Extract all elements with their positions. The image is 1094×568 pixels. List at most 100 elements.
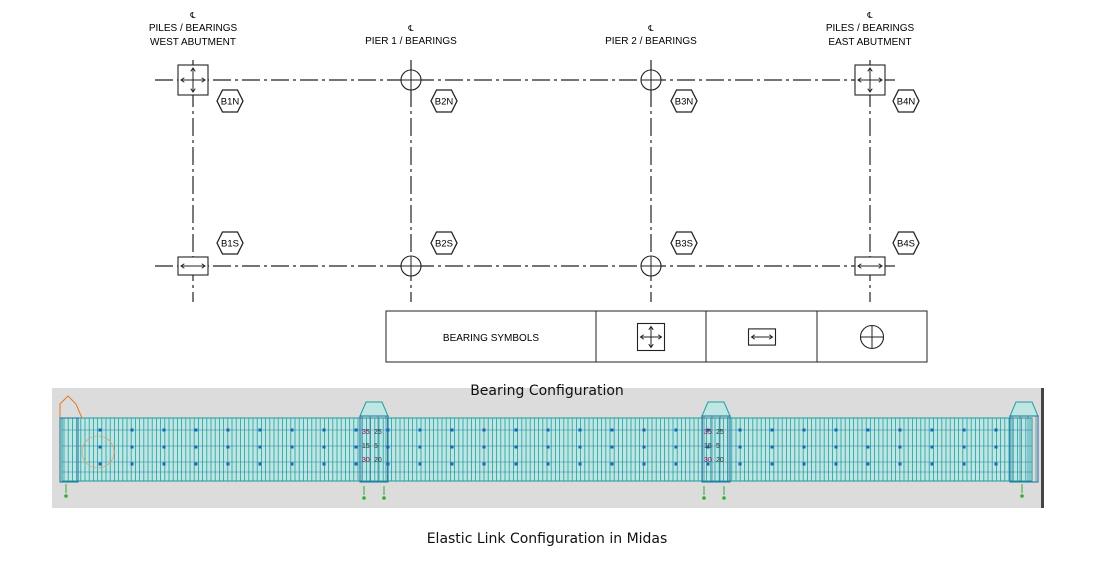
bearing-tag-label: B2S <box>435 239 453 250</box>
axis-triad-icon <box>64 484 68 498</box>
support-cap <box>359 401 389 483</box>
node-marker <box>994 462 998 466</box>
node-marker <box>610 428 614 432</box>
node-marker <box>130 462 134 466</box>
bearing-circle-icon <box>640 255 662 277</box>
node-marker <box>610 445 614 449</box>
axis-triad-icon <box>702 486 706 500</box>
node-marker <box>770 445 774 449</box>
node-marker <box>258 445 262 449</box>
caption-bearing-configuration: Bearing Configuration <box>470 383 624 399</box>
centerline-symbol: ℄ <box>407 24 414 33</box>
node-marker <box>642 445 646 449</box>
node-marker <box>930 428 934 432</box>
bearing-tag: B2S <box>430 231 458 255</box>
node-marker <box>802 462 806 466</box>
node-marker <box>898 428 902 432</box>
node-marker <box>546 462 550 466</box>
support-cap <box>701 401 731 483</box>
node-number-label: 30 <box>362 457 370 464</box>
node-marker <box>834 428 838 432</box>
node-number-label: 35 <box>362 429 370 436</box>
node-marker <box>130 428 134 432</box>
node-marker <box>674 462 678 466</box>
bearing-circle-icon <box>640 69 662 91</box>
bearing-tag: B1N <box>216 89 244 113</box>
node-number-label: 15 <box>704 443 712 450</box>
node-marker <box>290 462 294 466</box>
bearing-tag-label: B1N <box>221 97 240 108</box>
node-marker <box>546 445 550 449</box>
node-marker <box>226 462 230 466</box>
axis-triad-icon <box>382 486 386 500</box>
node-marker <box>642 428 646 432</box>
node-marker <box>194 462 198 466</box>
node-marker <box>162 462 166 466</box>
node-number-label: 30 <box>704 457 712 464</box>
node-marker <box>450 445 454 449</box>
node-marker <box>866 428 870 432</box>
bearing-tag-label: B3S <box>675 239 693 250</box>
node-marker <box>482 462 486 466</box>
node-marker <box>866 445 870 449</box>
legend-guided-bearing-icon <box>747 328 777 346</box>
node-marker <box>706 462 710 466</box>
axis-triad-icon <box>722 486 726 500</box>
node-number-label: 5 <box>374 443 378 450</box>
node-marker <box>898 445 902 449</box>
node-marker <box>802 428 806 432</box>
centerline-symbol: ℄ <box>866 11 873 20</box>
node-marker <box>194 445 198 449</box>
node-marker <box>514 462 518 466</box>
node-marker <box>482 445 486 449</box>
node-marker <box>226 445 230 449</box>
node-marker <box>354 445 358 449</box>
node-number-label: 15 <box>362 443 370 450</box>
node-number-label: 35 <box>704 429 712 436</box>
bearing-tag: B3N <box>670 89 698 113</box>
caption-elastic-link-configuration: Elastic Link Configuration in Midas <box>426 531 668 547</box>
node-marker <box>258 462 262 466</box>
guided-bearing-icon <box>854 256 886 276</box>
node-number-label: 5 <box>716 443 720 450</box>
node-marker <box>642 462 646 466</box>
node-marker <box>98 428 102 432</box>
node-marker <box>98 445 102 449</box>
node-marker <box>610 462 614 466</box>
node-marker <box>738 462 742 466</box>
axis-label-line1: PILES / BEARINGS <box>149 23 238 34</box>
node-marker <box>674 445 678 449</box>
legend-title: BEARING SYMBOLS <box>443 333 539 344</box>
axis-label-line1: PIER 2 / BEARINGS <box>605 36 697 47</box>
centerline-symbol: ℄ <box>647 24 654 33</box>
fixed-bearing-icon <box>177 64 209 96</box>
node-marker <box>482 428 486 432</box>
node-marker <box>322 428 326 432</box>
bearing-circle-icon <box>400 69 422 91</box>
node-marker <box>450 428 454 432</box>
node-marker <box>322 445 326 449</box>
bearing-tag: B4S <box>892 231 920 255</box>
node-marker <box>930 445 934 449</box>
legend-fixed-bearing-icon <box>636 322 666 352</box>
node-number-label: 20 <box>716 457 724 464</box>
node-marker <box>130 445 134 449</box>
node-marker <box>802 445 806 449</box>
bearing-tag: B2N <box>430 89 458 113</box>
guided-bearing-icon <box>177 256 209 276</box>
centerline-symbol: ℄ <box>189 11 196 20</box>
axis-triad-icon <box>362 486 366 500</box>
support-cap <box>1009 401 1039 483</box>
bearing-symbols-legend: BEARING SYMBOLS <box>385 310 928 363</box>
node-marker <box>834 462 838 466</box>
node-marker <box>162 428 166 432</box>
viewport-edge <box>1041 388 1044 508</box>
bearing-tag-label: B2N <box>435 97 454 108</box>
bearing-tag-label: B3N <box>675 97 694 108</box>
bearing-tag: B4N <box>892 89 920 113</box>
node-marker <box>258 428 262 432</box>
node-marker <box>354 428 358 432</box>
